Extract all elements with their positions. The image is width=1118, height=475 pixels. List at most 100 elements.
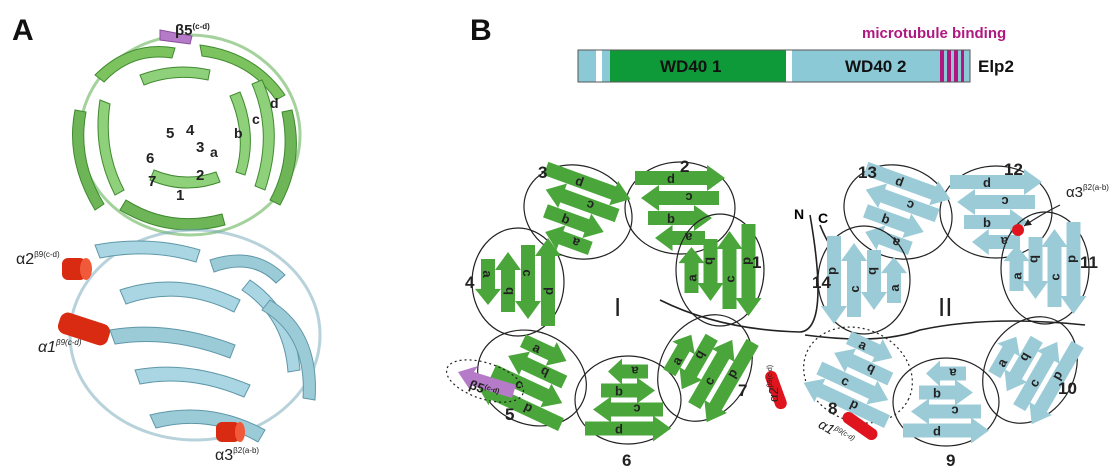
wd40-1-label: WD40 1 [660, 57, 721, 76]
beta-strand-arrow: b [495, 252, 521, 312]
svg-text:β5(c-d): β5(c-d) [467, 377, 501, 401]
alpha2-helix-b [765, 370, 787, 410]
strand-letter: d [741, 257, 756, 265]
strand-ribbon [72, 109, 105, 211]
strand-letter: a [631, 364, 639, 379]
blade-number: 4 [186, 122, 195, 139]
beta-strand-arrow: a [475, 259, 501, 305]
beta-strand-arrow: c [816, 361, 889, 405]
strand-letter: b [615, 384, 623, 399]
blade-outline [803, 326, 913, 424]
beta-strand-arrow: d [903, 417, 989, 444]
beta-strand-arrow: d [543, 161, 631, 206]
beta-strand-arrow: c [593, 396, 663, 423]
blade-outline [1000, 211, 1090, 325]
strand-letter: d [1066, 255, 1081, 263]
strand-ribbon [94, 240, 201, 263]
blade-number: 5 [166, 125, 174, 142]
blade-outline [624, 161, 736, 255]
beta-strand-arrow: c [515, 245, 541, 319]
beta-strand-arrow: d [1060, 222, 1087, 314]
strand-letter: c [252, 111, 260, 127]
blade-number: 6 [622, 451, 631, 470]
beta-strand-arrow: b [964, 209, 1028, 235]
strand-ribbon [251, 79, 275, 191]
microtubule-stripe [940, 50, 944, 82]
beta-strand-arrow: b [834, 348, 894, 386]
beta-strand-arrow: a [519, 334, 567, 366]
blade-outline [675, 213, 765, 327]
strand-ribbon [109, 326, 236, 359]
strand-ribbon [269, 109, 297, 206]
green-propeller-ribbon [72, 29, 302, 237]
beta-strand-arrow: b [697, 239, 724, 301]
strand-letter: c [904, 197, 916, 214]
strand-ribbon [134, 366, 251, 398]
beta-strand-arrow: c [688, 339, 735, 410]
blade-outline [982, 316, 1078, 424]
strand-ribbon [119, 281, 241, 313]
alpha1-helix-a [57, 312, 111, 346]
blade-number: 3 [538, 163, 547, 182]
alpha1-label-a: α1β9(c-d) [38, 338, 82, 356]
beta-strand-arrow: b [863, 204, 924, 239]
beta-strand-arrow: a [545, 225, 593, 255]
beta-strand-arrow: d [635, 165, 725, 191]
alpha2-label-a: α2β9(c-d) [16, 250, 60, 268]
beta-strand-arrow: d [821, 236, 847, 324]
c-terminus-label: C [818, 210, 828, 226]
beta-strand-arrow: c [545, 183, 620, 223]
blade-outline [477, 329, 587, 427]
strand-letter: c [951, 404, 958, 419]
strand-ribbon [149, 409, 266, 443]
blade-number: 10 [1058, 379, 1077, 398]
beta-strand-arrow: b [543, 204, 604, 239]
propeller-roman-ii: II [938, 292, 952, 322]
blade-number: 12 [1004, 160, 1023, 179]
strand-letter: a [210, 144, 218, 160]
strand-letter: b [501, 287, 516, 295]
microtubule-stripe [947, 50, 951, 82]
alpha3-helix-b [1012, 224, 1024, 236]
microtubule-stripe [961, 50, 964, 82]
alpha1-helix-b [842, 411, 878, 441]
strand-letter: b [703, 257, 718, 265]
strand-letter: d [615, 422, 623, 437]
blade-outline [843, 164, 953, 260]
strand-letter: c [520, 269, 535, 276]
blade-number: 5 [505, 405, 514, 424]
strand-letter: d [541, 287, 556, 295]
blade-number: 6 [146, 150, 154, 167]
propeller-blade: a b c d [471, 227, 565, 337]
blade-outline [817, 225, 911, 335]
beta-strand-arrow: a [988, 336, 1020, 379]
alpha2-label-b: α2β9(c-d) [766, 365, 781, 402]
alpha3-helix-a [216, 422, 245, 442]
blade-number: 9 [946, 451, 955, 470]
strand-letter: c [1048, 273, 1063, 280]
beta-strand-arrow: b [861, 250, 887, 310]
propeller-roman-i: I [614, 292, 621, 322]
beta-strand-arrow: d [1029, 340, 1084, 425]
blade-outline [939, 165, 1053, 259]
blade-number: 8 [828, 399, 837, 418]
beta-strand-arrow: d [585, 415, 671, 442]
strand-letter: c [584, 197, 596, 214]
strand-letter: a [480, 270, 495, 278]
beta-strand-arrow: d [863, 161, 951, 206]
domain-bar: WD40 1 WD40 2 Elp2 microtubule binding [577, 25, 1014, 83]
wd40-2-label: WD40 2 [845, 57, 906, 76]
blade-outline [471, 227, 565, 337]
blade-number: 13 [858, 163, 877, 182]
microtubule-stripe [954, 50, 958, 82]
strand-letter: b [667, 211, 675, 226]
beta-strand-arrow: c [911, 398, 981, 425]
strand-letter: a [1000, 234, 1008, 249]
